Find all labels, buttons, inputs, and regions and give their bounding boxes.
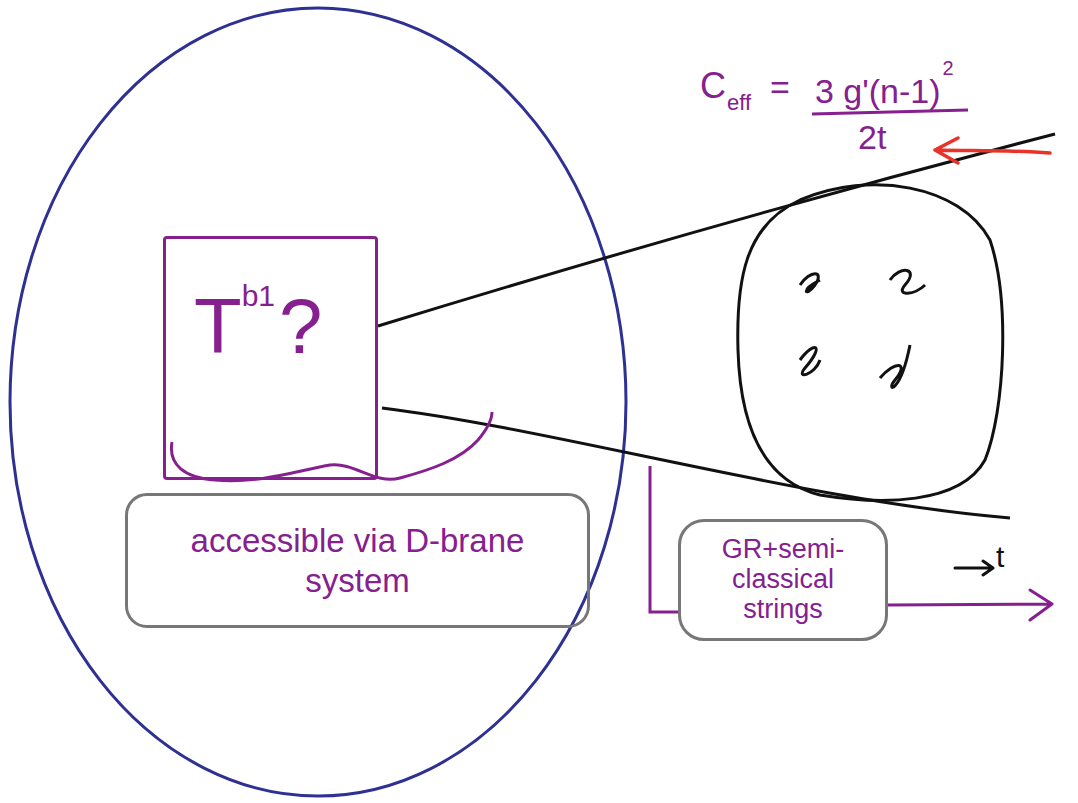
squiggle xyxy=(890,270,925,293)
squiggle xyxy=(880,345,910,387)
note-box: GR+semi-classical strings xyxy=(678,519,888,641)
tube-line xyxy=(378,134,1055,326)
red-arrow xyxy=(935,138,1050,163)
arrow xyxy=(888,590,1052,620)
formula-exponent: 2 xyxy=(943,58,954,78)
node-text: b1 xyxy=(242,281,275,311)
formula-symbol: = xyxy=(770,70,790,104)
region-oval xyxy=(10,8,626,796)
formula-denominator: 2t xyxy=(858,120,886,154)
blob-circle xyxy=(738,185,1003,501)
fraction-bar xyxy=(812,110,968,114)
node-text: GR+semi-classical strings xyxy=(693,535,873,624)
axis-label: t xyxy=(996,542,1004,572)
tube-line xyxy=(382,408,1010,518)
note-box: accessible via D-brane system xyxy=(125,493,590,628)
brace xyxy=(171,412,492,481)
formula-numerator: 3 g'(n-1) xyxy=(815,74,941,108)
squiggle xyxy=(800,274,820,292)
squiggle xyxy=(800,348,820,375)
state-box: Tb1? xyxy=(163,236,378,480)
formula-symbol: C xyxy=(700,68,726,104)
node-text: accessible via D-brane system xyxy=(158,521,558,600)
bracket xyxy=(650,466,678,612)
node-text: ? xyxy=(279,287,322,365)
formula-subscript: eff xyxy=(727,92,751,114)
time-arrow xyxy=(955,561,993,575)
node-text: T xyxy=(194,287,242,365)
